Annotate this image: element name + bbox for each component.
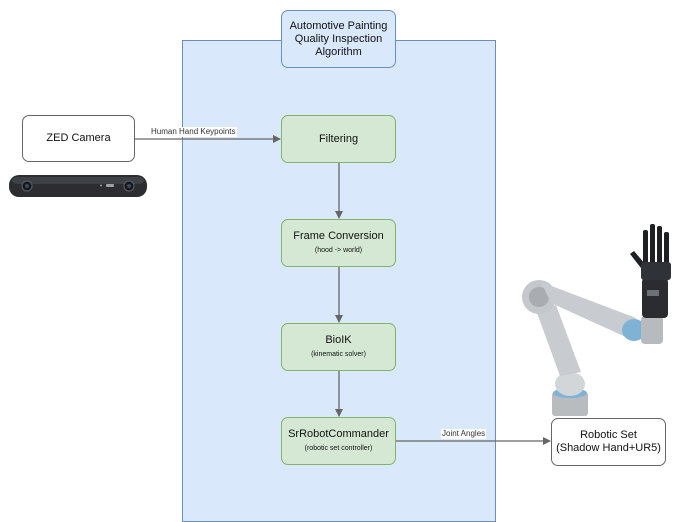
frame-conversion-node: Frame Conversion (hood -> world) bbox=[281, 219, 396, 267]
edge-label-joint-angles: Joint Angles bbox=[441, 429, 487, 439]
filtering-node: Filtering bbox=[281, 115, 396, 163]
region-title-line1: Automotive Painting bbox=[289, 19, 388, 32]
commander-node: SrRobotCommander (robotic set controller… bbox=[281, 417, 396, 465]
region-title-line2: Quality Inspection bbox=[294, 32, 383, 45]
bioik-label: BioIK bbox=[325, 334, 352, 346]
camera-node-label: ZED Camera bbox=[46, 132, 111, 144]
commander-sub: (robotic set controller) bbox=[304, 445, 373, 452]
robotic-set-line1: Robotic Set bbox=[580, 429, 637, 441]
robotic-set-line2: (Shadow Hand+UR5) bbox=[556, 442, 661, 454]
frame-conversion-label: Frame Conversion bbox=[293, 230, 384, 242]
region-title: Automotive Painting Quality Inspection A… bbox=[281, 10, 396, 68]
bioik-node: BioIK (kinematic solver) bbox=[281, 323, 396, 371]
filtering-label: Filtering bbox=[318, 132, 359, 145]
commander-label: SrRobotCommander bbox=[288, 428, 389, 440]
robotic-set-node: Robotic Set (Shadow Hand+UR5) bbox=[551, 418, 666, 466]
bioik-sub: (kinematic solver) bbox=[311, 351, 366, 358]
camera-node: ZED Camera bbox=[22, 115, 135, 162]
edge-label-keypoints: Human Hand Keypoints bbox=[150, 127, 237, 137]
frame-conversion-sub: (hood -> world) bbox=[314, 247, 363, 254]
region-title-line3: Algorithm bbox=[315, 45, 362, 58]
